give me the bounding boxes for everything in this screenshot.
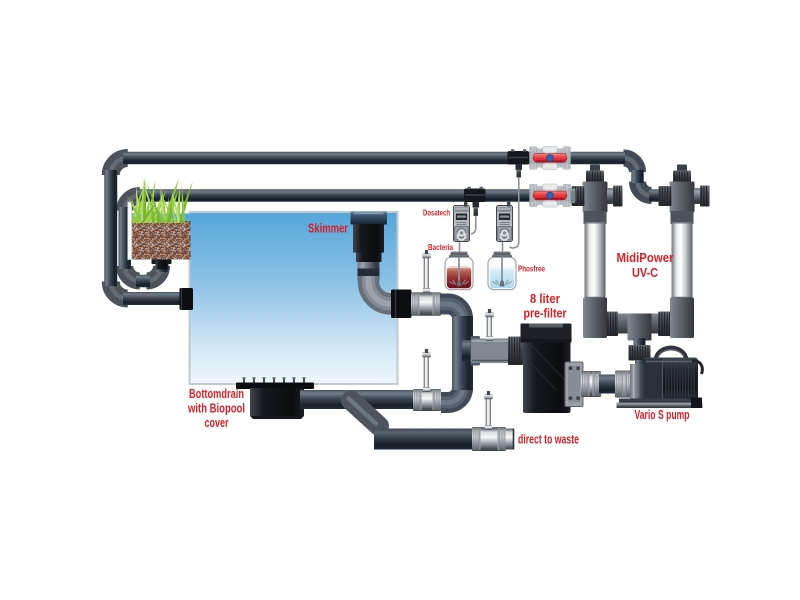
svg-text:Dosatech: Dosatech — [423, 209, 450, 218]
svg-text:Bacteria: Bacteria — [428, 243, 453, 252]
svg-text:Phosfree: Phosfree — [518, 265, 545, 274]
svg-text:with Biopool: with Biopool — [187, 402, 245, 416]
svg-text:cover: cover — [205, 416, 229, 430]
svg-text:MidiPower: MidiPower — [617, 251, 674, 265]
svg-text:direct to waste: direct to waste — [518, 433, 579, 447]
svg-text:Bottomdrain: Bottomdrain — [189, 387, 244, 401]
svg-text:UV-C: UV-C — [632, 266, 658, 280]
svg-text:Vario S pump: Vario S pump — [635, 408, 690, 422]
svg-text:Skimmer: Skimmer — [308, 222, 348, 236]
svg-text:8 liter: 8 liter — [530, 292, 560, 306]
svg-text:pre-filter: pre-filter — [524, 307, 567, 321]
